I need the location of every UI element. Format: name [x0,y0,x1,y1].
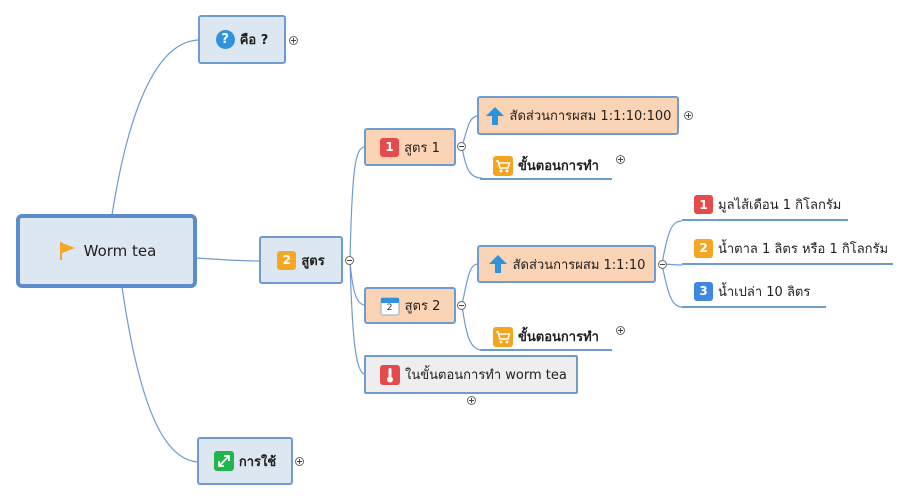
topic-recipe-1[interactable]: 1 สูตร 1 [364,128,456,166]
topic-recipes[interactable]: 2 สูตร [259,236,343,284]
collapse-toggle-recipe-1[interactable] [457,142,466,151]
cart-icon [493,155,513,176]
link-r2-steps [461,304,483,351]
expand-toggle-usage[interactable] [295,457,304,466]
topic-what-label: คือ ? [239,33,269,48]
calendar-day: 2 [386,302,393,313]
recipe-2-steps-label: ขั้นตอนการทำ [518,330,599,345]
link-root-recipes [195,257,261,262]
expand-toggle-recipe-1-ratio[interactable] [684,111,693,120]
arrow-up-icon [485,106,505,126]
topic-usage-label: การใช้ [238,454,277,470]
cart-icon [493,326,513,347]
link-recipes-process [349,260,366,375]
badge-2-icon: 2 [277,250,297,270]
expand-toggle-what[interactable] [289,36,298,45]
expand-toggle-recipe-1-steps[interactable] [616,155,625,164]
link-r2-ratio [461,263,479,306]
ingredient-label: น้ำเปล่า 10 ลิตร [718,284,811,300]
link-r1-steps [461,146,483,179]
ingredient-item-2[interactable]: 2 น้ำตาล 1 ลิตร หรือ 1 กิโลกรัม [682,233,893,265]
topic-recipe-2-ratio[interactable]: สัดส่วนการผสม 1:1:10 [477,245,656,283]
arrow-up-icon [488,254,508,274]
topic-recipe-2-label: สูตร 2 [404,299,441,314]
badge-1-icon: 1 [694,195,713,214]
recipe-2-ratio-label: สัดส่วนการผสม 1:1:10 [512,257,646,273]
link-ratio-ing1 [661,220,683,265]
expand-toggle-recipe-2-steps[interactable] [616,326,625,335]
root-node[interactable]: Worm tea [16,214,197,288]
collapse-toggle-recipe-2[interactable] [457,301,466,310]
badge-3-icon: 3 [694,281,713,301]
collapse-toggle-recipe-2-ratio[interactable] [658,260,667,269]
link-root-what [111,39,201,216]
collapse-toggle-recipes[interactable] [345,256,354,265]
root-label: Worm tea [83,242,157,260]
topic-recipe-1-steps[interactable]: ขั้นตอนการทำ [480,153,612,180]
ingredient-label: น้ำตาล 1 ลิตร หรือ 1 กิโลกรัม [718,241,889,257]
topic-recipe-1-label: สูตร 1 [404,140,440,156]
link-ratio-ing3 [661,263,683,308]
link-root-usage [121,286,201,463]
link-r1-ratio [461,115,479,148]
topic-process[interactable]: ในขั้นตอนการทำ worm tea [364,355,578,394]
recipe-1-steps-label: ขั้นตอนการทำ [518,159,599,174]
link-recipes-r1 [349,146,366,262]
topic-recipe-2[interactable]: 2 สูตร 2 [364,287,456,324]
badge-2-icon: 2 [694,238,713,258]
badge-1-icon: 1 [380,137,400,157]
topic-what[interactable]: ? คือ ? [198,15,286,64]
recipe-1-ratio-label: สัดส่วนการผสม 1:1:10:100 [509,109,672,124]
ingredient-item-1[interactable]: 1 มูลไส้เดือน 1 กิโลกรัม [682,190,848,221]
topic-process-label: ในขั้นตอนการทำ worm tea [405,368,567,383]
expand-toggle-process[interactable] [467,396,476,405]
ingredient-item-3[interactable]: 3 น้ำเปล่า 10 ลิตร [682,276,826,308]
topic-usage[interactable]: การใช้ [197,437,293,485]
expand-icon [213,451,234,471]
flag-icon [57,240,79,262]
thermometer-icon [380,364,400,385]
calendar-icon: 2 [380,296,400,316]
topic-recipe-2-steps[interactable]: ขั้นตอนการทำ [480,324,612,351]
topic-recipe-1-ratio[interactable]: สัดส่วนการผสม 1:1:10:100 [477,96,679,135]
link-recipes-r2 [349,260,366,306]
ingredient-label: มูลไส้เดือน 1 กิโลกรัม [718,198,842,213]
topic-recipes-label: สูตร [301,253,325,269]
question-icon: ? [215,30,235,49]
